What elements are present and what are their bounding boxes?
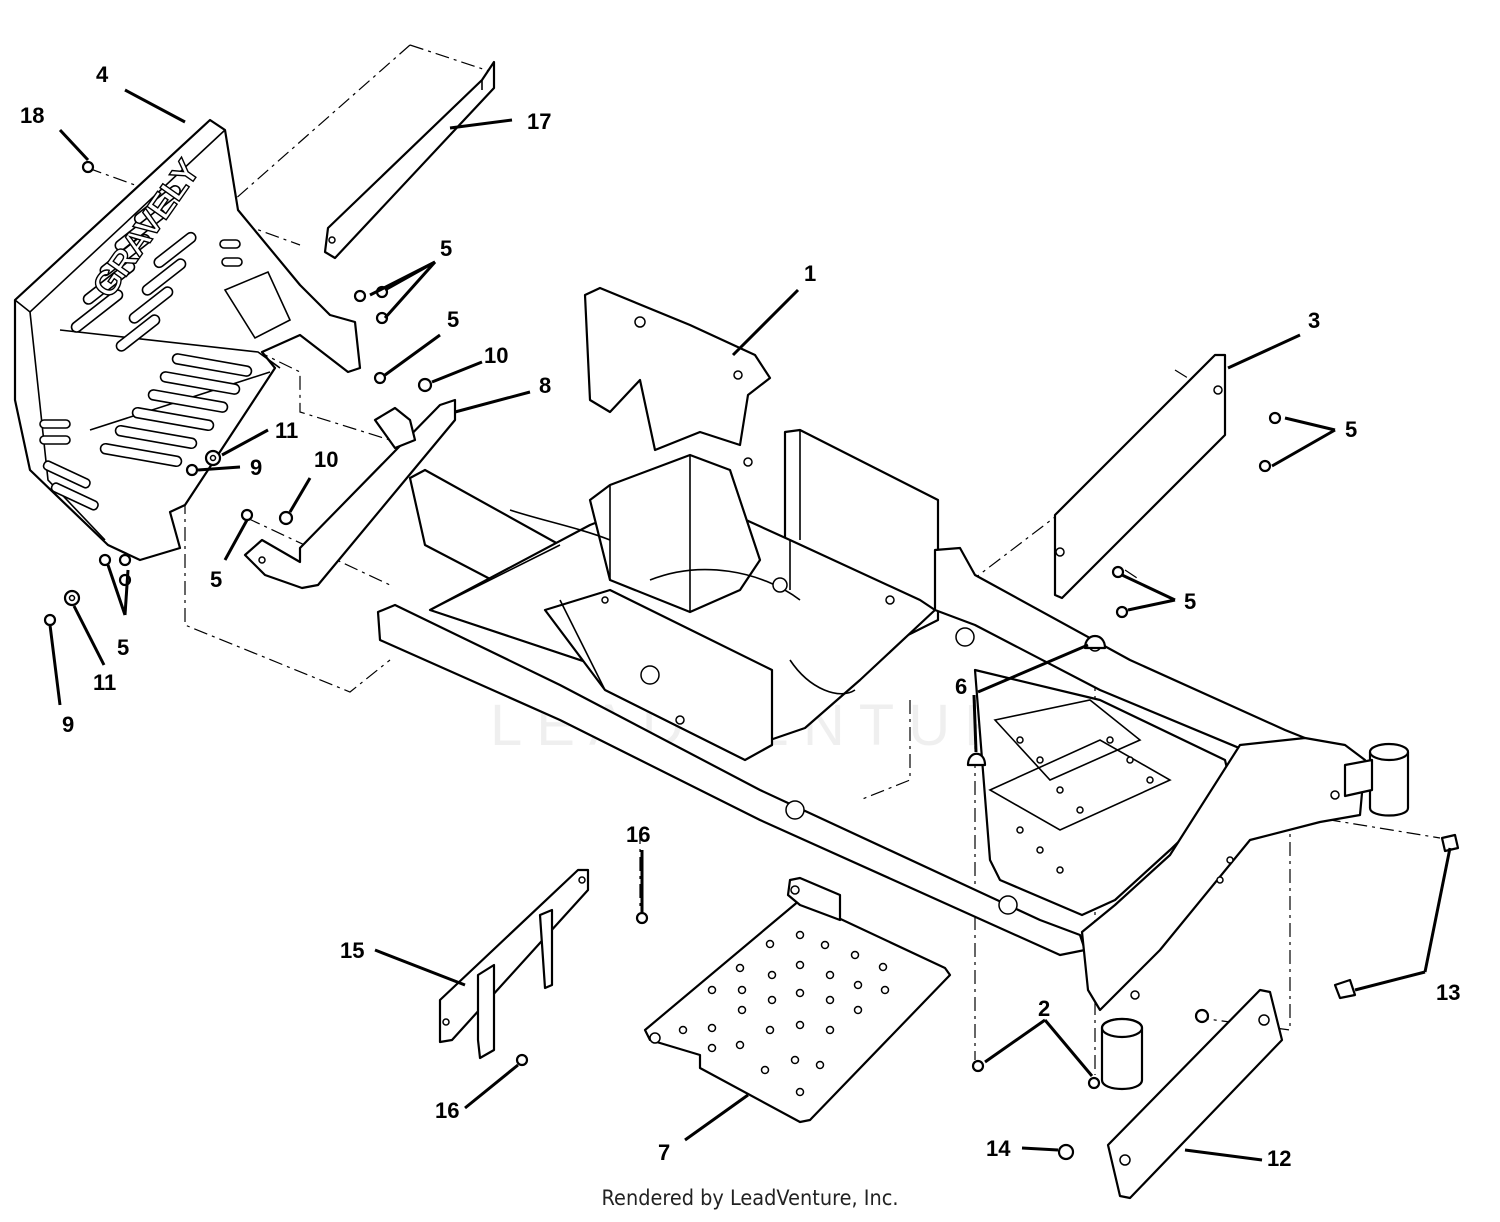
pin-icon: [1333, 833, 1460, 1000]
callout-5: 5: [117, 635, 129, 660]
callout-5: 5: [440, 236, 452, 261]
callout-5: 5: [1184, 589, 1196, 614]
callout-18: 18: [20, 103, 44, 128]
part-4-rear-panel: GRAVELY: [13, 118, 362, 562]
callout-14: 14: [986, 1136, 1011, 1161]
part-3-side-panel: [1053, 353, 1227, 600]
part-17-strip: [323, 60, 496, 260]
callout-9: 9: [62, 712, 74, 737]
bolt-icon: [353, 285, 389, 325]
leader-lines: [48, 88, 1452, 1162]
nut-icon: [1057, 1143, 1075, 1161]
callout-10: 10: [484, 343, 508, 368]
bolt-icon: [373, 371, 387, 385]
bolt-icon: [43, 613, 57, 627]
callout-12: 12: [1267, 1146, 1291, 1171]
callout-16: 16: [435, 1098, 459, 1123]
callout-9: 9: [250, 455, 262, 480]
callout-11: 11: [275, 418, 298, 443]
part-7-floor-plate: [643, 876, 952, 1124]
part-1-main-frame: [376, 286, 1410, 1091]
callout-17: 17: [527, 109, 551, 134]
bolt-icon: [1258, 411, 1282, 473]
callout-16: 16: [626, 822, 650, 847]
bumper-icon: [966, 634, 1107, 767]
render-credit: Rendered by LeadVenture, Inc.: [601, 1186, 899, 1210]
nut-icon: [278, 510, 294, 526]
bolt-icon: [81, 160, 95, 174]
bolt-icon: [185, 463, 199, 477]
callout-3: 3: [1308, 308, 1320, 333]
callout-8: 8: [539, 373, 551, 398]
callout-5: 5: [1345, 417, 1357, 442]
washer-icon: [204, 449, 222, 467]
rear-panel-slots: [39, 185, 292, 511]
callout-10: 10: [314, 447, 338, 472]
callout-4: 4: [96, 62, 109, 87]
callout-labels: 4 18 17 5 5 10 8 11 9 10 5 5 11 9 1 3 5 …: [20, 62, 1460, 1171]
floor-plate-holes: [678, 930, 890, 1097]
bolt-icon: [515, 1053, 529, 1067]
callout-11: 11: [93, 670, 116, 695]
part-12-front-strip: [1106, 988, 1284, 1200]
bolt-icon: [98, 553, 132, 587]
part-8-bracket: [243, 398, 457, 590]
frame-holes: [601, 316, 1340, 1000]
callout-13: 13: [1436, 980, 1460, 1005]
bolt-icon: [635, 911, 649, 925]
nut-icon: [417, 377, 433, 393]
nut-icon: [971, 1059, 1101, 1090]
callout-6: 6: [955, 674, 967, 699]
washer-icon: [63, 589, 81, 607]
callout-5: 5: [210, 567, 222, 592]
callout-5: 5: [447, 307, 459, 332]
nut-icon: [1194, 1008, 1210, 1024]
callout-7: 7: [658, 1140, 670, 1165]
bolt-icon: [240, 508, 254, 522]
callout-15: 15: [340, 938, 364, 963]
callout-2: 2: [1038, 996, 1050, 1021]
callout-1: 1: [804, 261, 816, 286]
bolt-icon: [1111, 565, 1129, 619]
part-15-bracket: [438, 868, 590, 1060]
